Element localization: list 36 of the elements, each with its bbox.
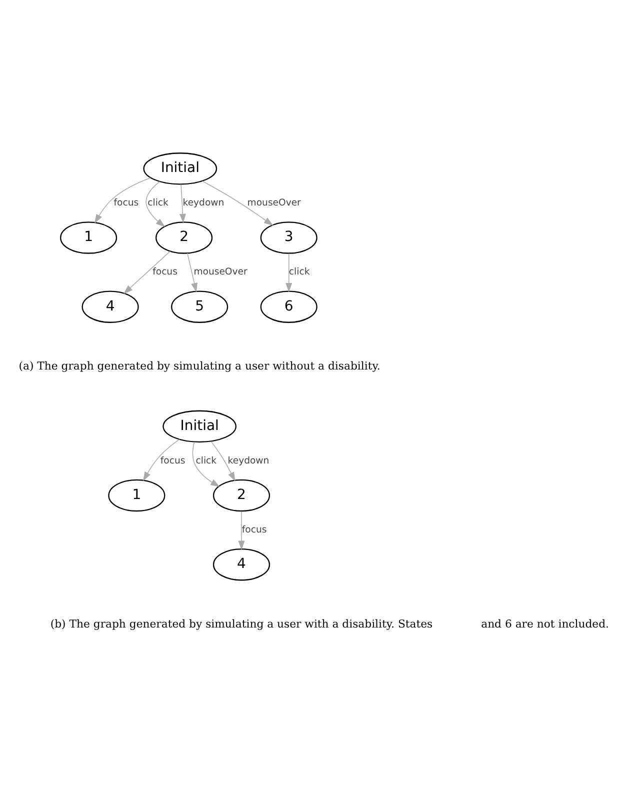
edge-label: mouseOver <box>194 266 248 278</box>
edge-label: mouseOver <box>247 197 301 208</box>
arrow <box>202 180 274 226</box>
node-ellipse: 6 <box>260 290 318 322</box>
edge-label: keydown <box>228 454 270 466</box>
edge-label: focus <box>152 266 178 278</box>
edge-label: focus <box>114 197 139 208</box>
arrow <box>123 250 171 294</box>
arrow <box>238 510 245 550</box>
arrow <box>179 184 186 223</box>
edge-label: focus <box>160 454 186 466</box>
node-ellipse: Initial <box>143 152 218 184</box>
node-ellipse: 2 <box>212 478 270 512</box>
node-ellipse: 3 <box>260 221 318 254</box>
edge-label: click <box>196 454 217 466</box>
node-ellipse: 4 <box>212 548 270 580</box>
arrow <box>192 441 220 486</box>
label: (a) The graph generated by simulating a user without a disability. <box>18 358 380 372</box>
arrow <box>146 180 166 227</box>
node-ellipse: 4 <box>82 290 139 322</box>
node-ellipse: 1 <box>60 221 118 254</box>
node-ellipse: Initial <box>162 410 236 442</box>
node-ellipse: 1 <box>108 478 166 512</box>
node-ellipse: 2 <box>156 221 213 254</box>
arrow <box>286 252 292 292</box>
label: (b) The graph generated by simulating a user with a disability. States <box>50 616 433 630</box>
arrow <box>143 438 180 481</box>
edge-label: click <box>148 197 168 208</box>
arrow <box>187 252 198 292</box>
node-ellipse: 5 <box>171 290 228 322</box>
arrow <box>94 177 151 224</box>
label: and 6 are not included. <box>481 616 610 630</box>
edge-label: click <box>288 266 310 278</box>
arrow <box>210 440 236 481</box>
edge-label: keydown <box>182 197 224 208</box>
edge-label: focus <box>242 524 267 535</box>
